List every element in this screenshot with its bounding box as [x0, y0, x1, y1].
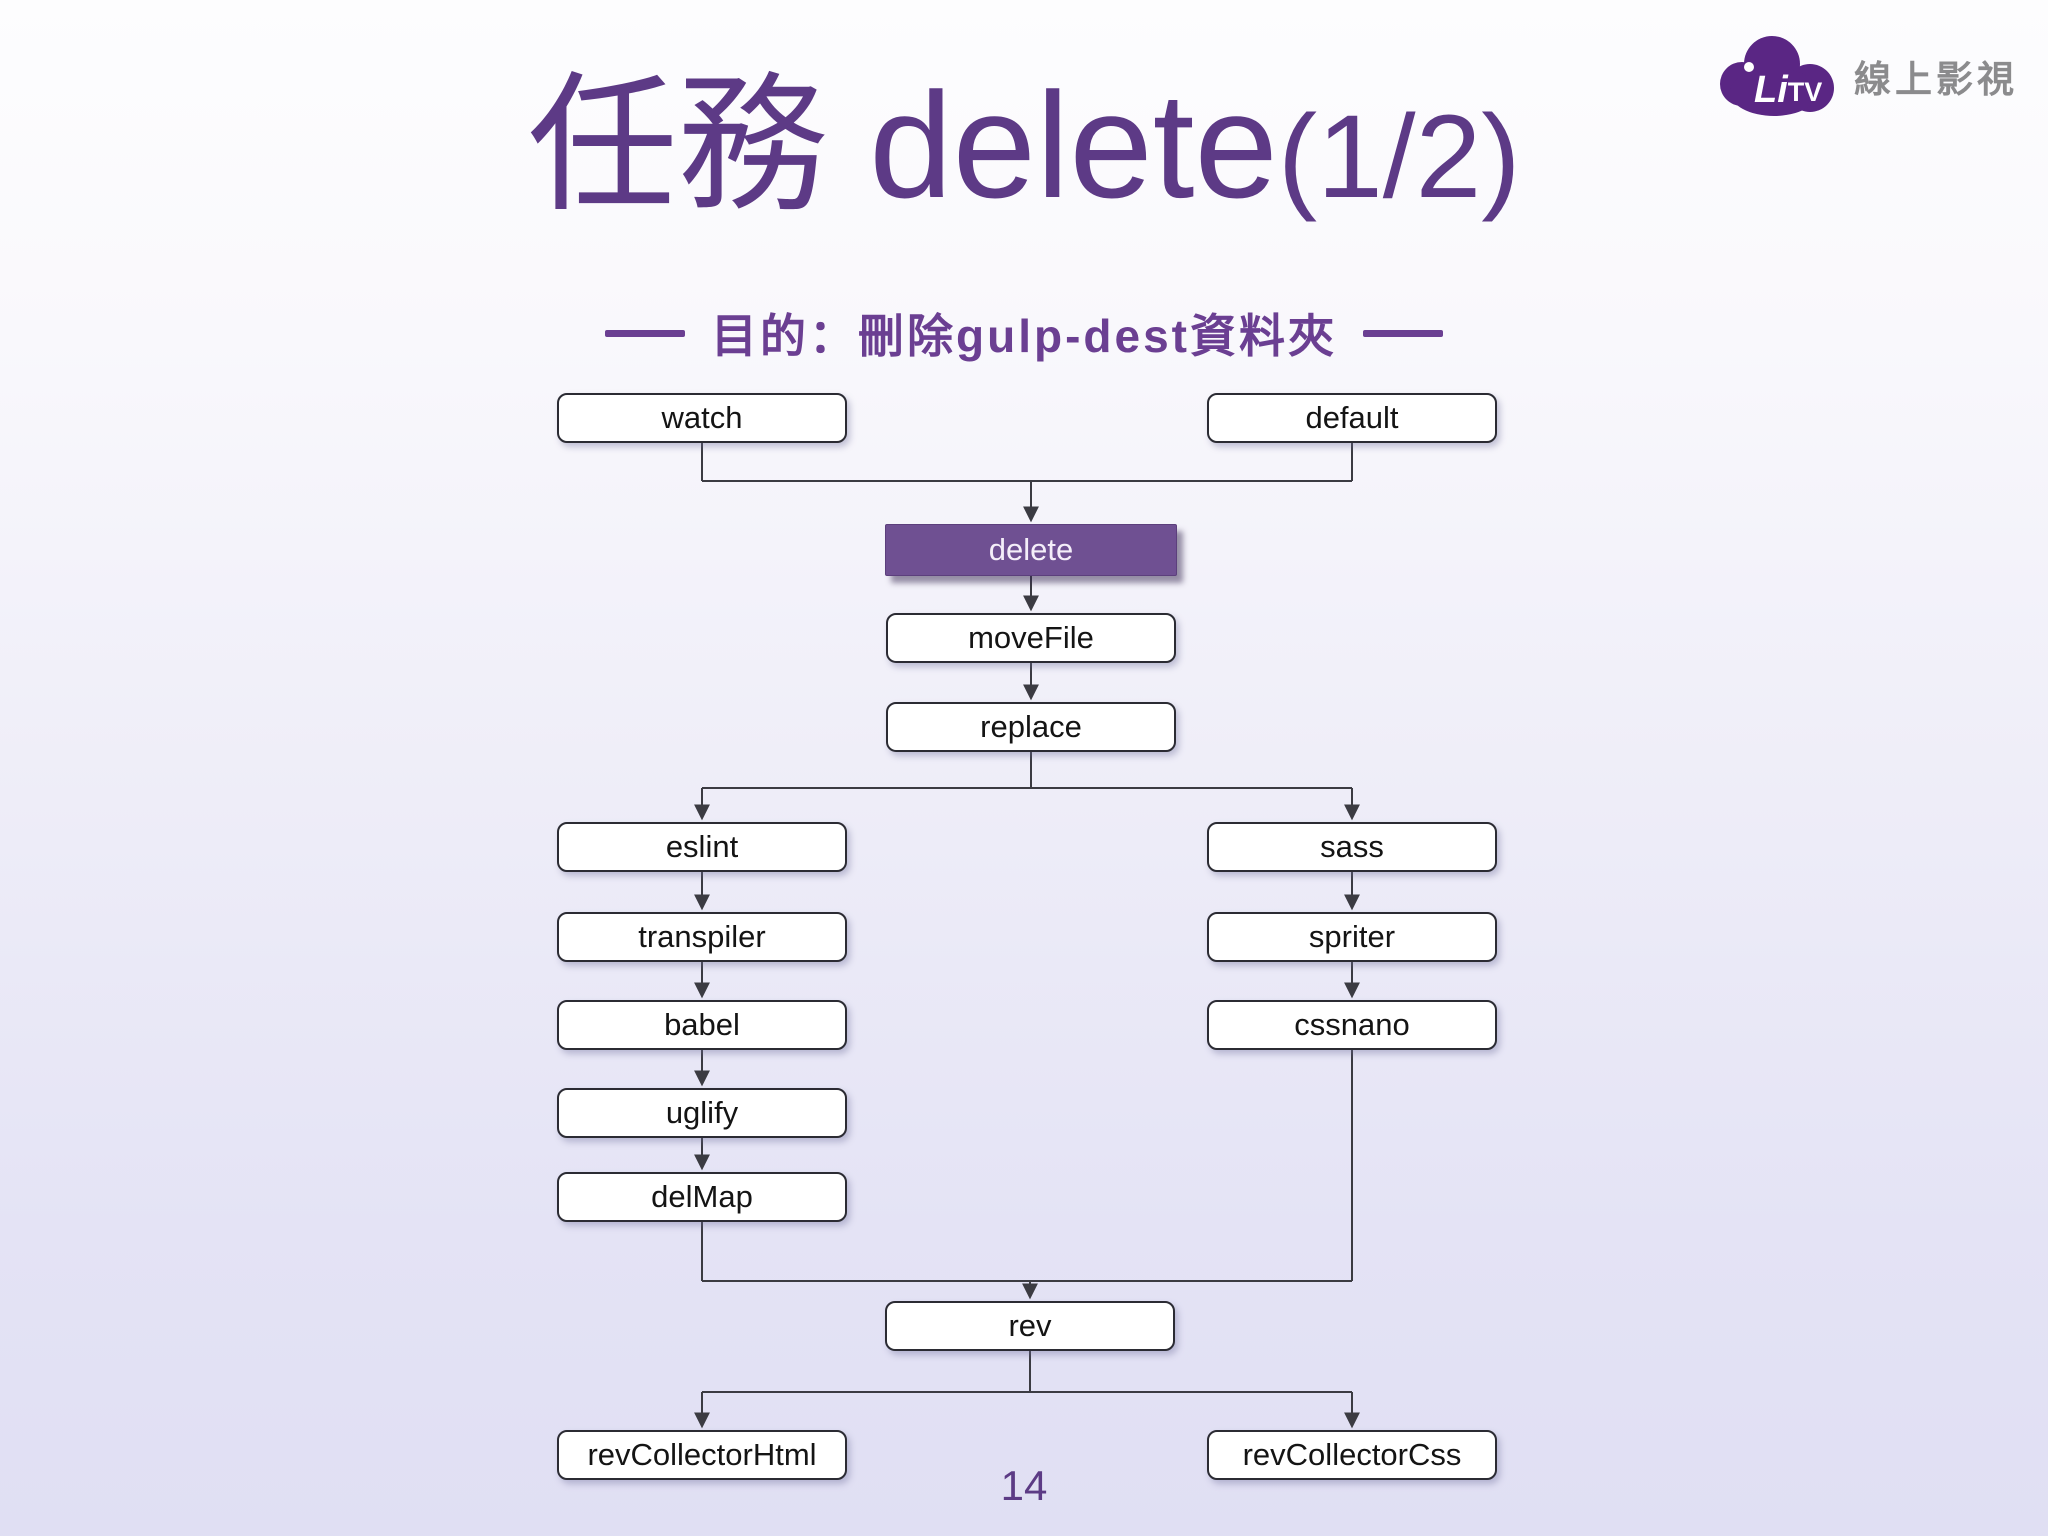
subtitle-row: 目的：刪除gulp-dest資料夾 [0, 300, 2048, 366]
logo-tagline: 線上影視 [1854, 59, 2018, 100]
node-revCollectorHtml: revCollectorHtml [557, 1430, 847, 1480]
node-eslint: eslint [557, 822, 847, 872]
node-transpiler: transpiler [557, 912, 847, 962]
node-moveFile: moveFile [886, 613, 1176, 663]
page-title-suffix: (1/2) [1277, 91, 1521, 223]
node-delete: delete [885, 524, 1177, 576]
page-number: 14 [1000, 1462, 1048, 1509]
node-watch: watch [557, 393, 847, 443]
node-uglify: uglify [557, 1088, 847, 1138]
page-title: 任務 delete(1/2) [0, 52, 2048, 240]
node-spriter: spriter [1207, 912, 1497, 962]
node-rev: rev [885, 1301, 1175, 1351]
subtitle-dash-left [605, 329, 685, 337]
node-replace: replace [886, 702, 1176, 752]
node-cssnano: cssnano [1207, 1000, 1497, 1050]
litv-logo: LiTV 線上影視 [1716, 32, 2018, 120]
node-sass: sass [1207, 822, 1497, 872]
logo-cloud-icon: LiTV [1720, 36, 1834, 116]
node-default: default [1207, 393, 1497, 443]
node-revCollectorCss: revCollectorCss [1207, 1430, 1497, 1480]
subtitle: 目的：刪除gulp-dest資料夾 [711, 310, 1337, 362]
node-babel: babel [557, 1000, 847, 1050]
page-title-main: 任務 delete [527, 61, 1278, 229]
subtitle-dash-right [1362, 329, 1443, 337]
node-delMap: delMap [557, 1172, 847, 1222]
logo-brand-text: LiTV [1754, 69, 1822, 111]
